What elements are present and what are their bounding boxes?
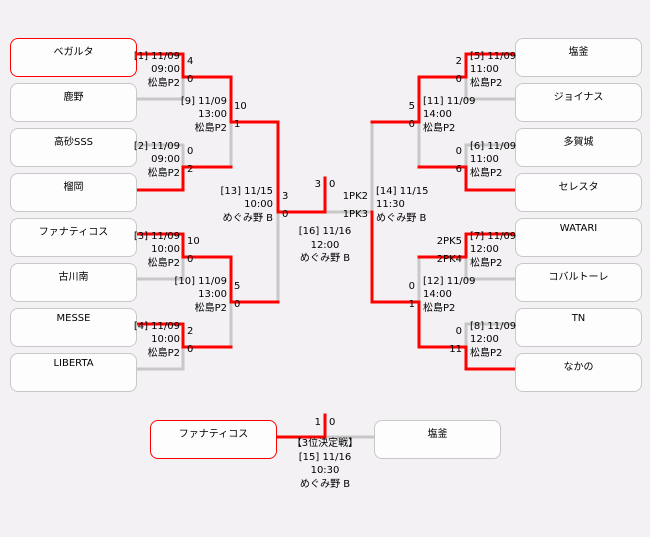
third-score-left: 1 [314,417,321,428]
team-box-right[interactable]: WATARI [515,218,642,257]
match-score: 0 [187,74,194,85]
match-score: 0 [187,344,194,355]
match-label: [4] 11/09 [133,321,180,332]
match-venue: 松島P2 [470,258,503,269]
match-venue: 松島P2 [147,78,180,89]
match-score: 11 [449,344,462,355]
match-score: 0 [455,74,462,85]
match-label: [5] 11/09 [470,51,517,62]
match-score: 0 [455,326,462,337]
match-time: 14:00 [423,289,452,300]
match-time: 10:00 [151,244,180,255]
team-box-right[interactable]: ジョイナス [515,83,642,122]
match-score: 1PK3 [342,209,368,220]
match-score: 3 [282,191,289,202]
match-venue: 松島P2 [194,303,227,314]
match-score: 10 [187,236,200,247]
match-score: 0 [282,209,289,220]
match-label: [2] 11/09 [133,141,180,152]
team-box-right[interactable]: セレスタ [515,173,642,212]
match-score: 2 [455,56,462,67]
team-box-left[interactable]: 古川南 [10,263,137,302]
match-score: 0 [187,254,194,265]
match-venue: 松島P2 [147,168,180,179]
match-time: 11:30 [376,199,405,210]
match-score: 1 [234,119,241,130]
third-score-right: 0 [329,417,336,428]
match-time: 12:00 [470,334,499,345]
match-time: 11:00 [470,64,499,75]
third-place-team-right[interactable]: 塩釜 [374,420,501,459]
final-score-right: 0 [329,179,336,190]
team-box-left[interactable]: 高砂SSS [10,128,137,167]
match-time: 14:00 [423,109,452,120]
third-title: 【3位決定戦】 [291,438,359,449]
match-time: 10:00 [244,199,273,210]
match-label: [7] 11/09 [470,231,517,242]
final-time: 12:00 [310,239,340,251]
match-venue: 松島P2 [423,303,456,314]
match-label: [12] 11/09 [423,276,476,287]
final-venue: めぐみ野 B [299,253,351,264]
third-time: 10:30 [310,465,340,476]
third-place-team-left[interactable]: ファナティコス [150,420,277,459]
match-label: [8] 11/09 [470,321,517,332]
team-box-right[interactable]: TN [515,308,642,347]
match-venue: めぐみ野 B [222,213,273,224]
match-venue: 松島P2 [470,78,503,89]
match-time: 11:00 [470,154,499,165]
team-box-left[interactable]: LIBERTA [10,353,137,392]
match-time: 13:00 [198,109,227,120]
match-label: [13] 11/15 [220,186,273,197]
match-label: [3] 11/09 [133,231,180,242]
match-score: 1PK2 [342,191,368,202]
match-label: [1] 11/09 [133,51,180,62]
match-score: 0 [234,299,241,310]
match-score: 10 [234,101,247,112]
match-score: 1 [408,299,415,310]
match-time: 09:00 [151,64,180,75]
match-score: 0 [455,146,462,157]
match-venue: 松島P2 [147,258,180,269]
match-venue: 松島P2 [470,348,503,359]
match-label: [6] 11/09 [470,141,517,152]
match-score: 6 [455,164,462,175]
team-box-left[interactable]: MESSE [10,308,137,347]
match-label: [10] 11/09 [174,276,227,287]
match-time: 12:00 [470,244,499,255]
match-score: 2PK5 [436,236,462,247]
match-score: 4 [187,56,194,67]
final-score-left: 3 [314,179,321,190]
team-box-right[interactable]: コバルトーレ [515,263,642,302]
team-box-left[interactable]: 榴岡 [10,173,137,212]
match-label: [11] 11/09 [423,96,476,107]
team-box-left[interactable]: ベガルタ [10,38,137,77]
match-score: 2 [187,164,194,175]
third-label: [15] 11/16 [298,451,352,463]
match-time: 13:00 [198,289,227,300]
match-score: 5 [234,281,241,292]
third-venue: めぐみ野 B [299,478,351,490]
match-time: 09:00 [151,154,180,165]
match-venue: めぐみ野 B [376,213,427,224]
team-box-right[interactable]: なかの [515,353,642,392]
match-venue: 松島P2 [423,123,456,134]
match-score: 0 [408,119,415,130]
match-score: 2 [187,326,194,337]
team-box-right[interactable]: 多賀城 [515,128,642,167]
match-score: 2PK4 [436,254,462,265]
team-box-right[interactable]: 塩釜 [515,38,642,77]
match-score: 0 [408,281,415,292]
team-box-left[interactable]: 鹿野 [10,83,137,122]
match-venue: 松島P2 [147,348,180,359]
match-venue: 松島P2 [470,168,503,179]
match-label: [14] 11/15 [376,186,429,197]
match-score: 5 [408,101,415,112]
match-score: 0 [187,146,194,157]
match-time: 10:00 [151,334,180,345]
final-label: [16] 11/16 [298,226,352,237]
team-box-left[interactable]: ファナティコス [10,218,137,257]
match-venue: 松島P2 [194,123,227,134]
match-label: [9] 11/09 [180,96,227,107]
